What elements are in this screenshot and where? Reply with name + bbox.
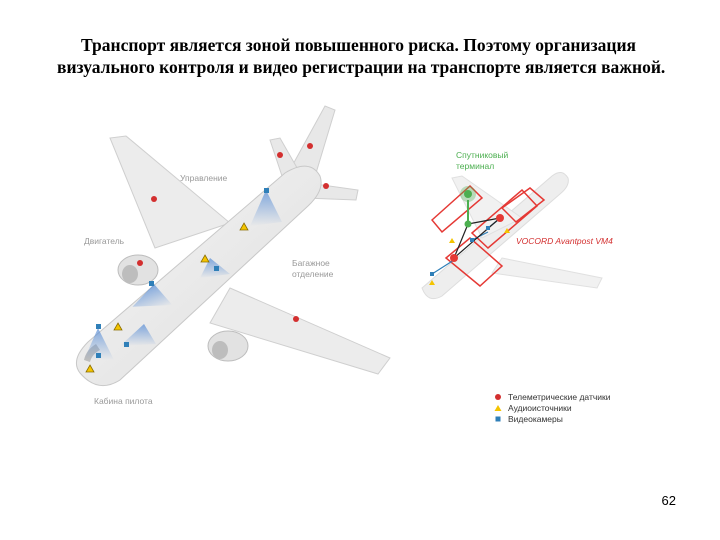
network-node <box>496 214 504 222</box>
audio-source <box>239 222 249 231</box>
legend: Телеметрические датчики Аудиоисточники В… <box>494 392 611 424</box>
label-device: VOCORD Avantpost VM4 <box>516 236 613 246</box>
legend-label-audio: Аудиоисточники <box>508 403 572 413</box>
camera-link <box>431 259 455 275</box>
label-engine: Двигатель <box>84 236 125 246</box>
video-camera <box>124 342 129 347</box>
legend-marker-camera <box>495 416 501 422</box>
network-loop <box>430 184 484 234</box>
label-baggage-line2: отделение <box>292 269 334 279</box>
video-camera <box>264 188 269 193</box>
label-satellite-line2: терминал <box>456 161 494 171</box>
audio-source <box>449 238 455 243</box>
telemetry-sensor <box>323 183 329 189</box>
camera-beam <box>120 324 156 346</box>
engine-left-intake <box>122 265 138 283</box>
airplane-diagram: Управление Двигатель Багажное отделение … <box>75 105 391 406</box>
video-camera <box>486 226 490 230</box>
telemetry-sensor <box>151 196 157 202</box>
audio-source <box>200 254 210 263</box>
video-camera <box>96 353 101 358</box>
audio-source <box>113 322 123 331</box>
network-diagram: Спутниковый терминал VOCORD Avantpost VM… <box>421 150 613 300</box>
network-connection <box>453 223 469 259</box>
telemetry-sensor <box>137 260 143 266</box>
audio-source <box>85 364 95 373</box>
video-camera <box>149 281 154 286</box>
heading: Транспорт является зоной повышенного рис… <box>57 34 667 78</box>
network-loop <box>444 237 504 287</box>
legend-label-sensor: Телеметрические датчики <box>508 392 611 402</box>
label-baggage-line1: Багажное <box>292 258 330 268</box>
audio-source <box>504 228 510 233</box>
legend-marker-sensor <box>495 394 501 400</box>
camera-beam <box>132 284 173 307</box>
legend-label-camera: Видеокамеры <box>508 414 563 424</box>
video-camera <box>470 238 474 242</box>
network-loop <box>500 187 546 224</box>
network-plane-wing-lower <box>491 257 603 289</box>
network-plane-silhouette <box>421 172 569 300</box>
left-wing <box>109 135 232 249</box>
right-wing <box>209 287 391 375</box>
telemetry-sensor <box>307 143 313 149</box>
label-cockpit: Кабина пилота <box>94 396 153 406</box>
label-control: Управление <box>180 173 228 183</box>
camera-beam <box>250 190 282 226</box>
telemetry-sensor <box>293 316 299 322</box>
label-satellite-line1: Спутниковый <box>456 150 508 160</box>
video-camera <box>430 272 434 276</box>
camera-beam <box>84 328 114 360</box>
network-connection <box>467 217 501 225</box>
telemetry-sensor <box>277 152 283 158</box>
network-node <box>450 254 458 262</box>
page-number: 62 <box>661 493 676 508</box>
legend-marker-audio <box>494 405 502 411</box>
video-camera <box>214 266 219 271</box>
video-camera <box>96 324 101 329</box>
network-node <box>464 220 472 228</box>
network-connection <box>453 217 501 259</box>
heading-text: Транспорт является зоной повышенного рис… <box>57 35 666 77</box>
satellite-terminal-dot <box>464 190 472 198</box>
engine-right-intake <box>212 341 228 359</box>
audio-source <box>429 280 435 285</box>
